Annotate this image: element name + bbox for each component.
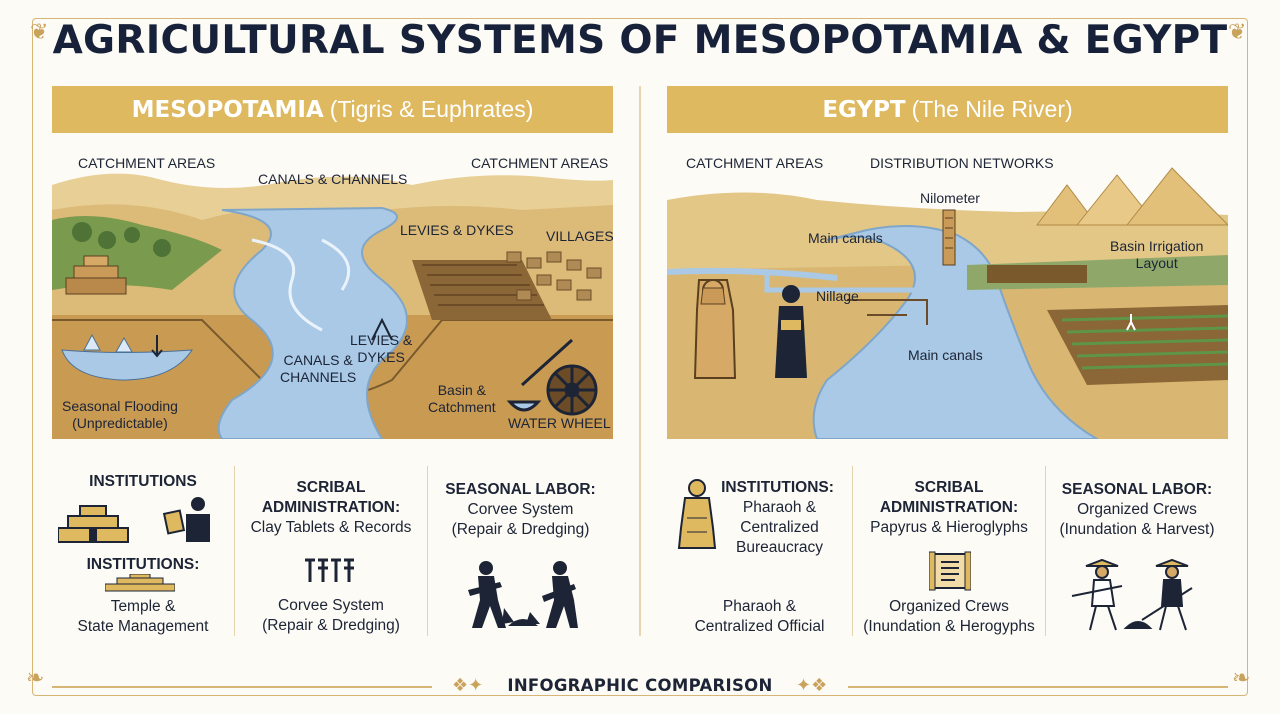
meso-card-scribal-title: SCRIBAL ADMINISTRATION:: [261, 479, 401, 516]
egypt-card-institutions-title: INSTITUTIONS:: [721, 479, 834, 496]
egypt-header-subtitle: (The Nile River): [911, 96, 1073, 122]
egypt-header-title: EGYPT: [822, 96, 906, 123]
corner-ornament-icon: ❧: [1232, 666, 1251, 691]
meso-card-labor-sub: Corvee System (Repair & Dredging): [451, 501, 590, 538]
egypt-card-labor-sub: Organized Crews (Inundation & Harvest): [1059, 501, 1215, 538]
mesopotamia-cards: INSTITUTIONS INSTITUTIONS: Temple & Stat…: [52, 466, 613, 636]
egypt-card-scribal-title: SCRIBAL ADMINISTRATION:: [879, 479, 1019, 516]
egypt-landscape: [667, 140, 1228, 439]
page-title: AGRICULTURAL SYSTEMS OF MESOPOTAMIA & EG…: [52, 18, 1228, 63]
egypt-header: EGYPT (The Nile River): [667, 86, 1228, 133]
label-water-wheel: WATER WHEEL: [508, 415, 611, 431]
meso-card-institutions: INSTITUTIONS INSTITUTIONS: Temple & Stat…: [52, 466, 235, 636]
label-canals-top: CANALS & CHANNELS: [258, 171, 408, 187]
label-main-canals-top: Main canals: [808, 230, 883, 246]
meso-card-scribal-body: Corvee System (Repair & Dredging): [262, 597, 400, 634]
corner-ornament-icon: ❦: [30, 20, 49, 45]
label-seasonal-flooding: Seasonal Flooding (Unpredictable): [62, 398, 178, 431]
meso-card-institutions-title: INSTITUTIONS: [89, 473, 197, 490]
cuneiform-icon: [305, 558, 354, 582]
label-canals-mid: CANALS & CHANNELS: [280, 352, 357, 385]
meso-card-institutions-subtitle: INSTITUTIONS:: [86, 556, 200, 573]
label-catchment-left: CATCHMENT AREAS: [78, 155, 216, 171]
ziggurat-icon: [58, 497, 210, 543]
laborers-icon: [468, 561, 578, 628]
label-catchment-egypt: CATCHMENT AREAS: [686, 155, 824, 171]
egypt-card-institutions: INSTITUTIONS: Pharaoh & Centralized Bure…: [667, 466, 853, 636]
meso-card-labor-title: SEASONAL LABOR:: [445, 481, 596, 498]
egypt-card-scribal: SCRIBAL ADMINISTRATION: Papyrus & Hierog…: [853, 466, 1046, 636]
water-wheel-icon: [506, 338, 598, 416]
label-distribution-networks: DISTRIBUTION NETWORKS: [870, 155, 1054, 171]
corner-ornament-icon: ❧: [26, 666, 45, 691]
scribe-icon: [162, 497, 210, 542]
nilometer-icon: [942, 209, 956, 266]
label-basin-irrigation: Basin Irrigation Layout: [1110, 238, 1204, 271]
pharaoh-statue-icon: [677, 479, 717, 549]
footer-rule-left: [52, 686, 432, 688]
footer-caption: INFOGRAPHIC COMPARISON: [507, 676, 773, 695]
meso-card-scribal: SCRIBAL ADMINISTRATION: Clay Tablets & R…: [235, 466, 428, 636]
egypt-card-scribal-body: Organized Crews (Inundation & Herogyphs: [863, 598, 1035, 635]
egypt-card-labor: SEASONAL LABOR: Organized Crews (Inundat…: [1046, 466, 1228, 636]
egypt-card-scribal-sub: Papyrus & Hieroglyphs: [870, 519, 1028, 536]
egypt-card-institutions-body: Pharaoh & Centralized Official: [694, 598, 825, 635]
laborers-icon: [1071, 558, 1193, 631]
corner-ornament-icon: ❦: [1228, 20, 1247, 45]
label-catchment-right: CATCHMENT AREAS: [471, 155, 609, 171]
label-nillage: Nillage: [816, 288, 859, 304]
pharaoh-statue-icon: [693, 279, 737, 379]
page-frame: [32, 18, 1248, 696]
mesopotamia-header: MESOPOTAMIA (Tigris & Euphrates): [52, 86, 613, 133]
footer-ornament-icon: ❖✦: [452, 675, 484, 696]
egypt-card-institutions-sub: Pharaoh & Centralized Bureaucracy: [735, 499, 823, 556]
center-divider: [639, 86, 641, 636]
footer-rule-right: [848, 686, 1228, 688]
label-levies-mid: LEVIES & DYKES: [350, 332, 413, 365]
meso-card-scribal-sub: Clay Tablets & Records: [250, 519, 412, 536]
footer-ornament-icon: ✦❖: [796, 675, 828, 696]
egypt-card-labor-title: SEASONAL LABOR:: [1061, 481, 1213, 498]
mesopotamia-landscape: [52, 140, 613, 439]
label-basin-catchment: Basin & Catchment: [428, 382, 496, 415]
egypt-cards: INSTITUTIONS: Pharaoh & Centralized Bure…: [667, 466, 1228, 636]
label-levies-top: LEVIES & DYKES: [400, 222, 514, 238]
label-villages: VILLAGES: [546, 228, 614, 244]
meso-card-institutions-body: Temple & State Management: [77, 598, 209, 635]
ziggurat-icon: [65, 255, 127, 295]
label-main-canals-mid: Main canals: [908, 347, 983, 363]
pyramids-icon: [1036, 167, 1228, 226]
label-nilometer: Nilometer: [920, 190, 980, 206]
mesopotamia-header-title: MESOPOTAMIA: [131, 96, 324, 123]
meso-card-labor: SEASONAL LABOR: Corvee System (Repair & …: [428, 466, 613, 636]
papyrus-scroll-icon: [929, 551, 971, 591]
mesopotamia-header-subtitle: (Tigris & Euphrates): [329, 96, 534, 122]
